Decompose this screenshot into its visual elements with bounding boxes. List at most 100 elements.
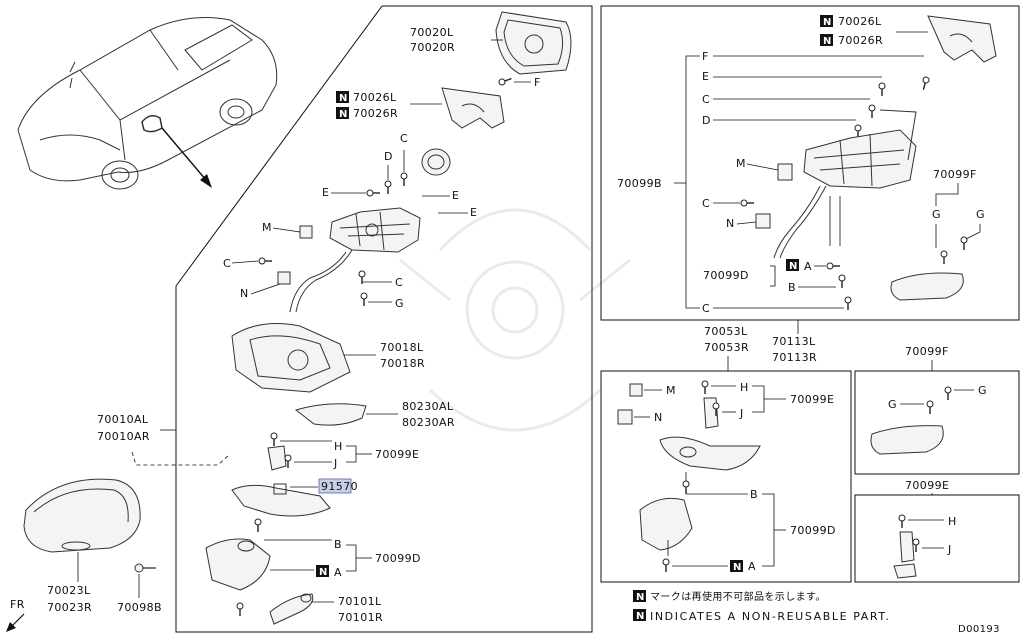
part-N-box (617, 409, 633, 425)
label-70113L: 70113L (772, 335, 816, 348)
label-C-mid: C (395, 276, 403, 289)
motor-unit (421, 148, 451, 176)
n-mark-A-main: N (316, 565, 329, 578)
cover-piece-70099F-box (870, 425, 944, 455)
label-70053L: 70053L (704, 325, 748, 338)
label-FR: FR (10, 598, 25, 611)
label-F-right: F (702, 50, 709, 63)
label-91570[interactable]: 91570 (321, 480, 358, 493)
bracket-70026 (441, 87, 505, 129)
label-N-right: N (726, 217, 735, 230)
legend-line-2: INDICATES A NON-REUSABLE PART. (650, 610, 890, 623)
n-mark-legend-2: N (633, 609, 646, 622)
base-91570 (231, 483, 331, 517)
n-mark-70026L-right: N (820, 15, 833, 28)
label-J-small: J (947, 543, 952, 556)
svg-text:N: N (823, 36, 831, 47)
main-frame (175, 5, 593, 633)
legend-line-1: マークは再使用不可部品を示します。 (650, 590, 826, 603)
svg-text:N: N (636, 592, 644, 603)
svg-text:N: N (339, 109, 347, 120)
n-mark-70026R: N (336, 107, 349, 120)
clip-70098B (134, 563, 156, 573)
highlight-91570[interactable] (318, 478, 352, 494)
label-70026L-main: 70026L (353, 91, 397, 104)
label-70023L: 70023L (47, 584, 91, 597)
label-70099E-small: 70099E (905, 479, 949, 492)
n-mark-70026L: N (336, 91, 349, 104)
car-illustration (17, 17, 278, 190)
actuator-assembly (329, 207, 421, 253)
gasket-box (639, 497, 693, 551)
label-E-left: E (322, 186, 329, 199)
label-70099D-right: 70099D (703, 269, 749, 282)
label-B-main: B (334, 538, 342, 551)
n-mark-A-box: N (730, 560, 743, 573)
mirror-cover-70023 (23, 478, 141, 553)
label-70053R: 70053R (704, 341, 749, 354)
label-70099F-top: 70099F (933, 168, 977, 181)
label-M-right: M (736, 157, 746, 170)
label-70018L: 70018L (380, 341, 424, 354)
label-H-main: H (334, 440, 343, 453)
label-E-mid: E (452, 189, 459, 202)
label-N-box: N (654, 411, 663, 424)
label-D-main: D (384, 150, 393, 163)
label-70098B: 70098B (117, 601, 162, 614)
label-J-box: J (739, 407, 744, 420)
label-A-right: A (804, 260, 812, 273)
housing-70018 (231, 323, 351, 393)
figure-id: D00193 (958, 624, 1000, 635)
n-mark-70026R-right: N (820, 34, 833, 47)
label-70099D-main: 70099D (375, 552, 421, 565)
fr-arrow: FR (6, 598, 25, 632)
base-box (659, 436, 761, 471)
frame-70099E-D (600, 370, 852, 583)
label-70099F-box: 70099F (905, 345, 949, 358)
label-B-right: B (788, 281, 796, 294)
label-E-right: E (470, 206, 477, 219)
label-D-right-frame: D (702, 114, 711, 127)
label-C-right-bottom: C (702, 302, 710, 315)
label-70020L: 70020L (410, 26, 454, 39)
label-A-box: A (748, 560, 756, 573)
car-pointer-arrow (161, 127, 212, 188)
legend: N マークは再使用不可部品を示します。 N INDICATES A NON-RE… (633, 590, 890, 623)
n-mark-A-right: N (786, 259, 799, 272)
label-M-main: M (262, 221, 272, 234)
frame-70099E-small (854, 494, 1020, 583)
label-F-main: F (534, 76, 541, 89)
label-G-box-left: G (888, 398, 897, 411)
label-H-small: H (948, 515, 957, 528)
label-C-right-frame2: C (702, 197, 710, 210)
cover-80230 (294, 403, 367, 426)
label-70099D-box: 70099D (790, 524, 836, 537)
label-C-right-frame: C (702, 93, 710, 106)
label-J-main: J (333, 457, 338, 470)
label-G-top-left: G (932, 208, 941, 221)
label-70099E-main: 70099E (375, 448, 419, 461)
label-70113R: 70113R (772, 351, 817, 364)
svg-text:N: N (733, 562, 741, 573)
label-N-main: N (240, 287, 249, 300)
label-70099E-box: 70099E (790, 393, 834, 406)
label-C-top: C (400, 132, 408, 145)
label-B-box: B (750, 488, 758, 501)
frame-70099B (600, 5, 1020, 321)
label-G-box-right: G (978, 384, 987, 397)
label-70023R: 70023R (47, 601, 92, 614)
cover-70101 (269, 593, 314, 625)
label-C-left: C (223, 257, 231, 270)
label-M-box: M (666, 384, 676, 397)
frame-70099F (854, 370, 1020, 475)
bracket-70026-right (927, 15, 997, 63)
label-70099B: 70099B (617, 177, 662, 190)
svg-text:N: N (319, 567, 327, 578)
label-70026L-right: 70026L (838, 15, 882, 28)
label-70010AR: 70010AR (97, 430, 150, 443)
label-70018R: 70018R (380, 357, 425, 370)
cover-piece-70099F-top (890, 272, 964, 301)
label-80230AL: 80230AL (402, 400, 454, 413)
svg-text:N: N (339, 93, 347, 104)
